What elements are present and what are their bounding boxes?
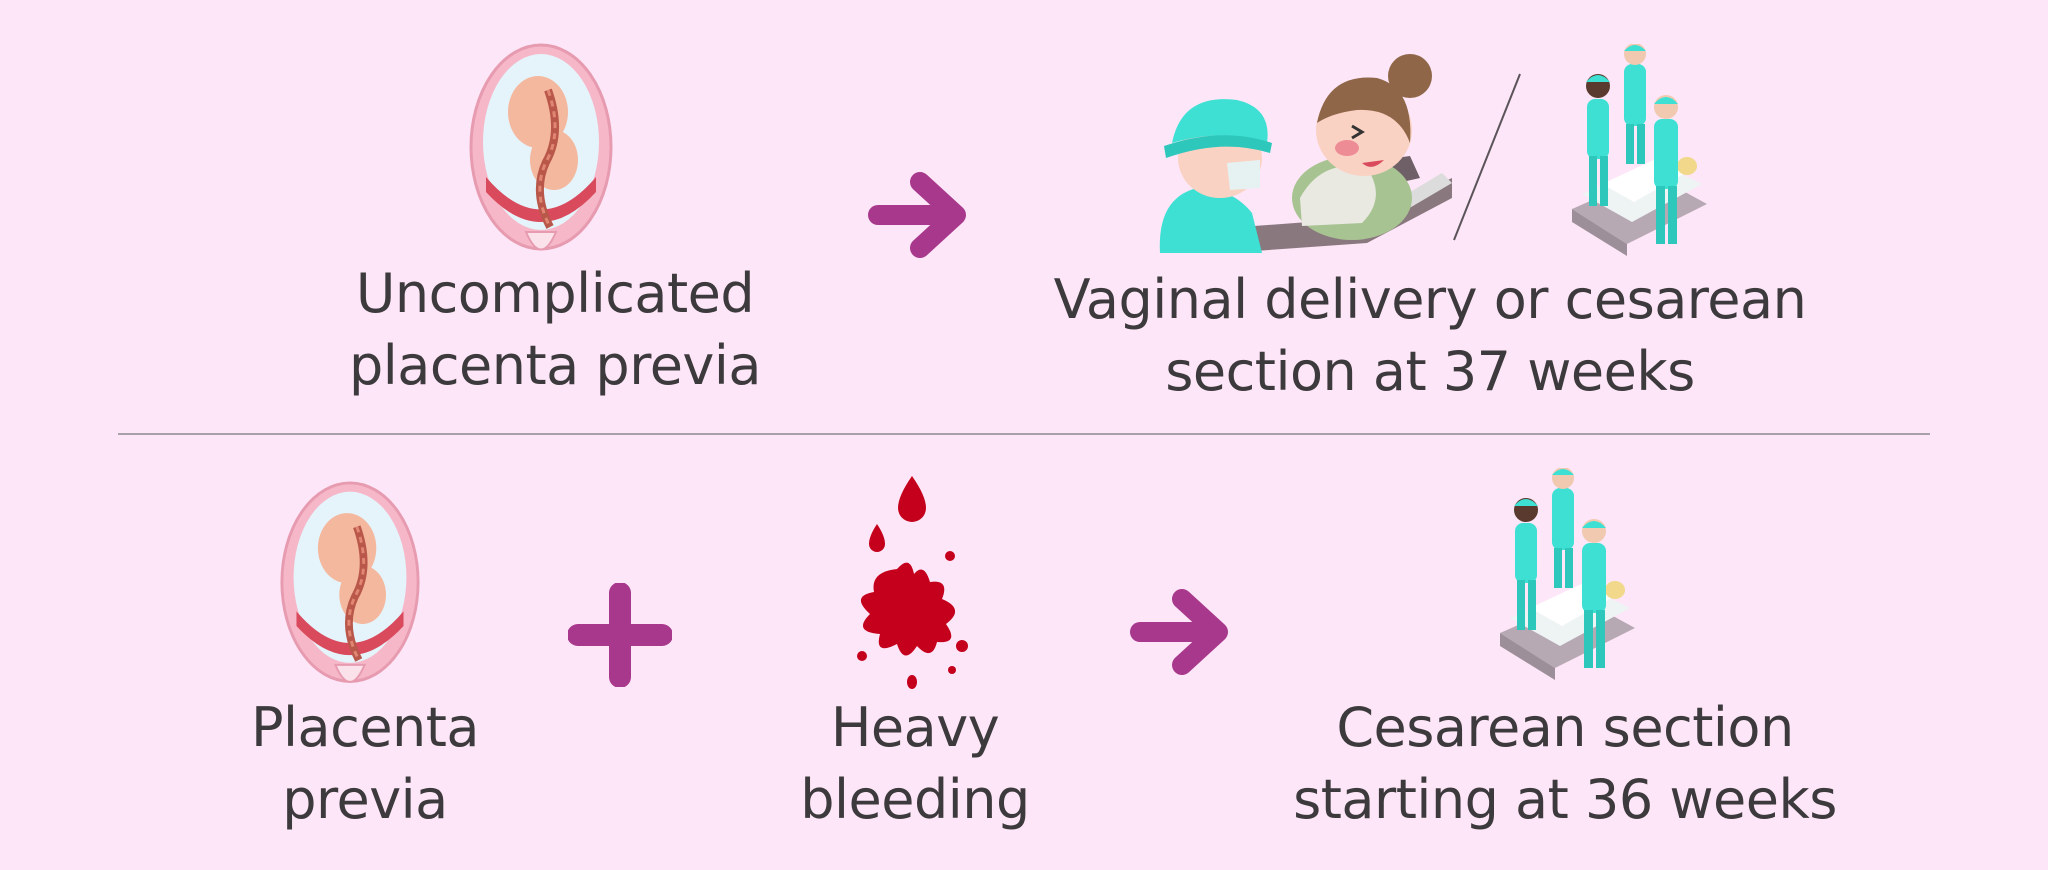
- row-divider: [118, 433, 1930, 435]
- top-outcome-line2: section at 37 weeks: [1165, 340, 1695, 403]
- bottom-arrow: [1130, 587, 1230, 677]
- uterus-illustration-bottom: [278, 480, 422, 696]
- bottom-condition-label: Placenta previa: [200, 692, 530, 836]
- option-separator: [1450, 70, 1524, 244]
- pregnant-uterus-icon: [469, 43, 613, 251]
- bottom-outcome-label: Cesarean section starting at 36 weeks: [1240, 692, 1890, 836]
- bottom-factor-line1: Heavy: [830, 696, 1000, 759]
- vaginal-delivery-icon: [1159, 54, 1452, 253]
- vaginal-delivery-illustration: [1152, 48, 1452, 253]
- bottom-outcome-line2: starting at 36 weeks: [1293, 768, 1837, 831]
- plus-sign: [568, 583, 672, 687]
- top-outcome-line1: Vaginal delivery or cesarean: [1053, 268, 1807, 331]
- arrow-right-icon: [868, 172, 966, 258]
- uterus-illustration-top: [468, 42, 614, 264]
- plus-icon: [568, 583, 672, 687]
- arrow-right-icon: [1130, 589, 1228, 675]
- blood-illustration: [842, 474, 982, 694]
- bottom-condition-line2: previa: [282, 768, 448, 831]
- pregnant-uterus-icon: [280, 481, 420, 683]
- top-condition-line2: placenta previa: [348, 334, 762, 397]
- bottom-condition-line1: Placenta: [250, 696, 480, 759]
- top-outcome-label: Vaginal delivery or cesarean section at …: [1030, 264, 1830, 408]
- bottom-outcome-line1: Cesarean section: [1336, 696, 1794, 759]
- surgery-team-illustration-bottom: [1490, 468, 1640, 683]
- bottom-factor-line2: bleeding: [800, 768, 1030, 831]
- top-condition-label: Uncomplicated placenta previa: [330, 258, 780, 402]
- bottom-factor-label: Heavy bleeding: [760, 692, 1070, 836]
- blood-splash-icon: [857, 476, 968, 689]
- surgery-team-icon: [1572, 44, 1707, 256]
- top-arrow: [868, 170, 968, 260]
- surgery-team-illustration-top: [1562, 44, 1712, 259]
- top-condition-line1: Uncomplicated: [355, 262, 755, 325]
- surgery-team-icon: [1500, 468, 1635, 680]
